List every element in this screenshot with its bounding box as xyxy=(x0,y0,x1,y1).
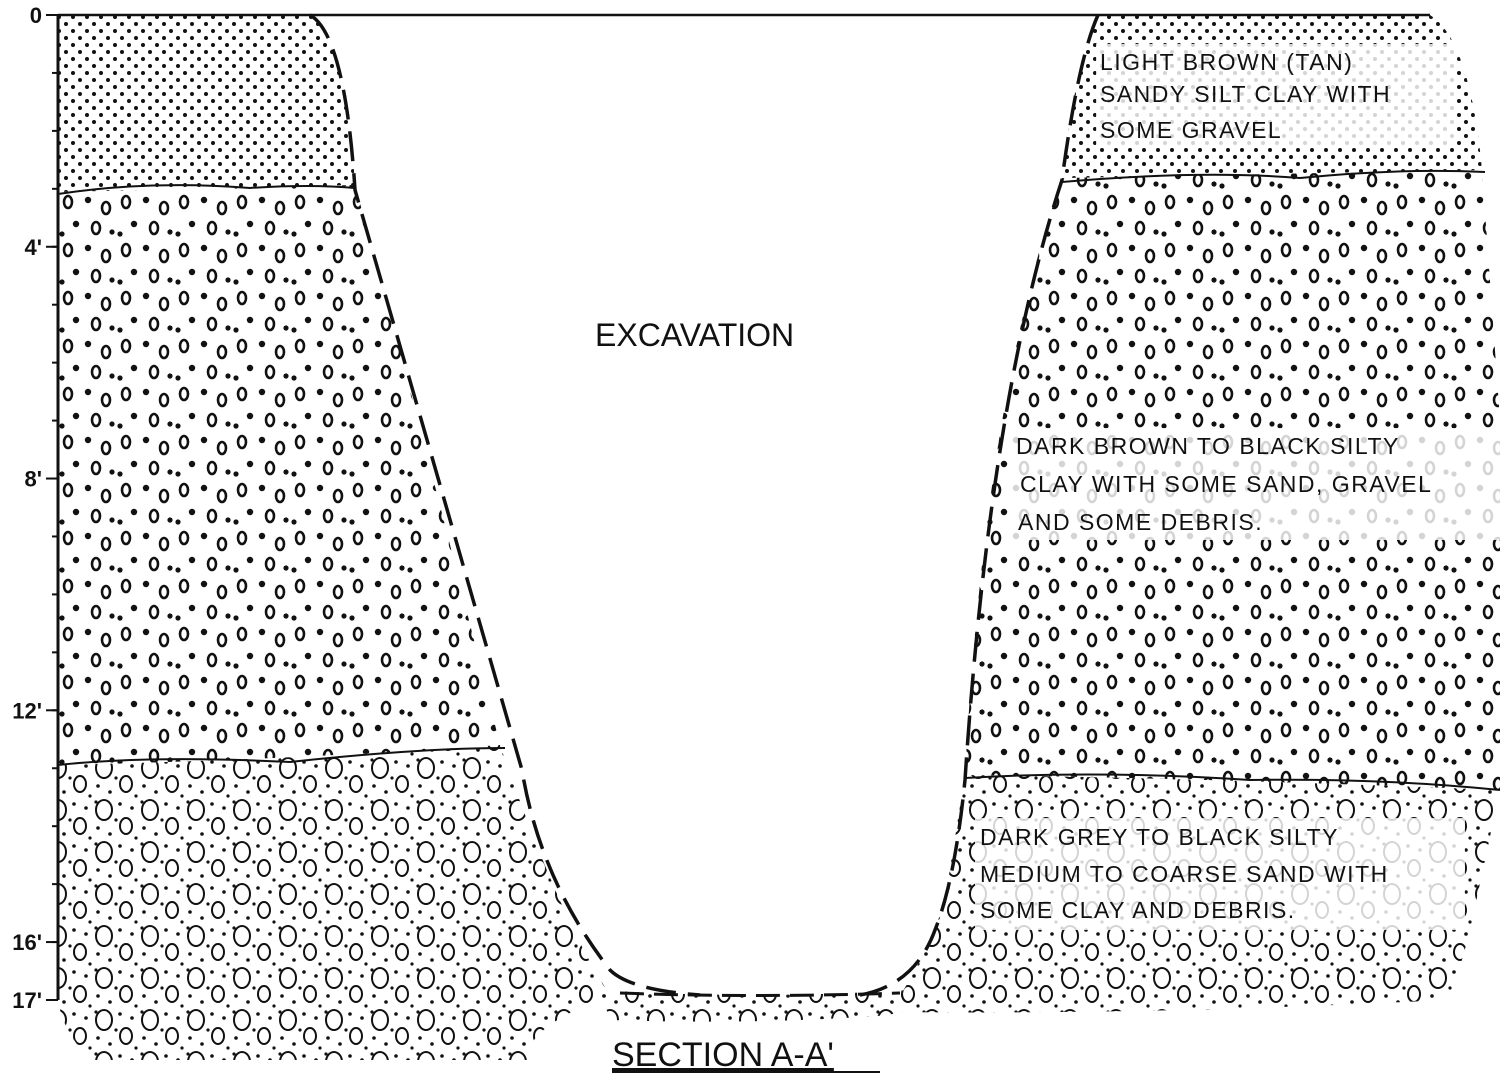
middle-layer-line-1: DARK BROWN TO BLACK SILTY xyxy=(1016,433,1400,459)
depth-tick-label: 16' xyxy=(12,930,42,955)
left-upper-layer xyxy=(58,15,355,192)
lower-layer-line-3: SOME CLAY AND DEBRIS. xyxy=(980,897,1296,923)
excavation-label: EXCAVATION xyxy=(595,317,794,353)
excavation-floor xyxy=(600,990,910,1022)
depth-tick-label: 0 xyxy=(30,3,42,28)
depth-tick-label: 17' xyxy=(12,988,42,1013)
middle-layer-line-3: AND SOME DEBRIS. xyxy=(1018,509,1263,535)
upper-layer-line-1: LIGHT BROWN (TAN) xyxy=(1100,49,1353,75)
lower-layer-line-1: DARK GREY TO BLACK SILTY xyxy=(980,824,1339,850)
depth-axis: 0 4' 8' 12' 16' 17' xyxy=(12,3,58,1013)
left-middle-layer xyxy=(58,185,500,765)
section-title: SECTION A-A' xyxy=(612,1036,834,1074)
depth-tick-label: 8' xyxy=(25,467,42,492)
upper-layer-line-3: SOME GRAVEL xyxy=(1100,117,1282,143)
depth-tick-label: 12' xyxy=(12,698,42,723)
depth-tick-label: 4' xyxy=(25,235,42,260)
middle-layer-line-2: CLAY WITH SOME SAND, GRAVEL xyxy=(1020,471,1432,497)
upper-layer-line-2: SANDY SILT CLAY WITH xyxy=(1100,81,1391,107)
left-soil-wall xyxy=(58,15,700,1060)
lower-layer-line-2: MEDIUM TO COARSE SAND WITH xyxy=(980,861,1389,887)
